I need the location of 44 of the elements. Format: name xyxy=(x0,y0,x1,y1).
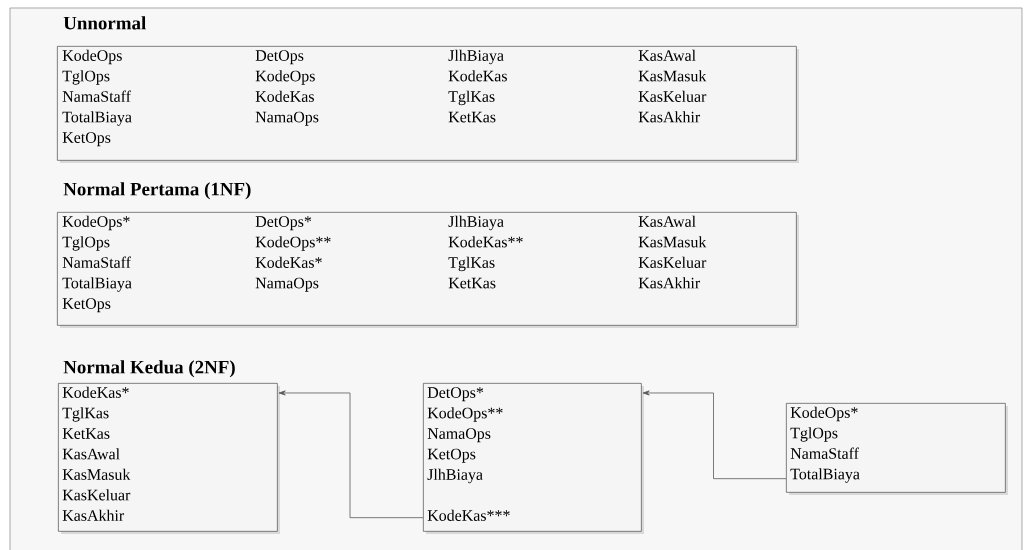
node-label: NamaOps xyxy=(255,277,319,292)
node-label: JlhBiaya xyxy=(448,49,504,65)
table-box: KodeOps TglOps NamaStaff TotalBiaya KetOps DetOps KodeOps KodeKas NamaOps JlhBiaya KodeKas TglKas KetKas KasAwal KasMasuk KasKeluar KasAkhir xyxy=(57,46,799,163)
node-label: DetOps xyxy=(255,50,304,65)
node-label: KasMasuk xyxy=(638,70,707,82)
node-label: TotalBiaya xyxy=(62,277,132,292)
node-label: KasAkhir xyxy=(638,277,701,289)
node-label: KasMasuk xyxy=(638,236,707,248)
node-label: TglKas xyxy=(448,256,495,272)
node-label: JlhBiaya xyxy=(448,215,504,231)
node-label: TglOps xyxy=(62,236,110,251)
node-label: KasKeluar xyxy=(638,256,707,268)
node-label: KodeKas* xyxy=(255,256,322,268)
node-label: KasAwal xyxy=(638,215,696,227)
node-label: KetKas xyxy=(448,111,496,123)
table-heading: Normal Pertama (1NF) xyxy=(63,182,251,200)
node-label: KodeOps xyxy=(62,49,122,65)
arrow xyxy=(642,390,787,480)
node-label: KodeKas xyxy=(255,90,314,102)
node-label: KodeOps* xyxy=(62,215,130,231)
node-label: KodeKas xyxy=(448,70,507,82)
table-heading: Unnormal xyxy=(63,16,146,30)
node-label: KasKeluar xyxy=(638,90,707,102)
table-box: KodeOps* TglOps NamaStaff TotalBiaya KetOps DetOps* KodeOps** KodeKas* NamaOps JlhBiaya KodeKas** TglKas KetKas KasAwal KasMasuk KasKeluar KasAkhir xyxy=(57,212,799,328)
node-label: NamaStaff xyxy=(62,256,131,268)
node-label: KodeOps** xyxy=(255,236,331,251)
arrow xyxy=(278,390,424,519)
table-box: DetOps* KodeOps** NamaOps KetOps JlhBiaya KodeKas*** xyxy=(423,383,644,534)
node-label: KasAkhir xyxy=(638,111,701,123)
node-label: KodeKas** xyxy=(448,236,523,248)
node-label: KodeOps xyxy=(255,70,315,85)
node-label: NamaOps xyxy=(255,111,319,126)
table-box: KodeOps* TglOps NamaStaff TotalBiaya xyxy=(786,403,1008,495)
node-label: DetOps* xyxy=(255,216,312,231)
node-label: KetOps xyxy=(62,298,111,313)
node-label: KetOps xyxy=(62,132,111,147)
node-label: KetKas xyxy=(448,277,496,289)
node-label: TglKas xyxy=(448,90,495,106)
node-label: NamaStaff xyxy=(62,90,131,102)
node-label: TotalBiaya xyxy=(62,111,132,126)
table-heading: Normal Kedua (2NF) xyxy=(63,360,235,378)
table-box: KodeKas* TglKas KetKas KasAwal KasMasuk KasKeluar KasAkhir xyxy=(58,383,280,534)
node-label: KasAwal xyxy=(638,49,696,61)
node-label: TglOps xyxy=(62,70,110,85)
